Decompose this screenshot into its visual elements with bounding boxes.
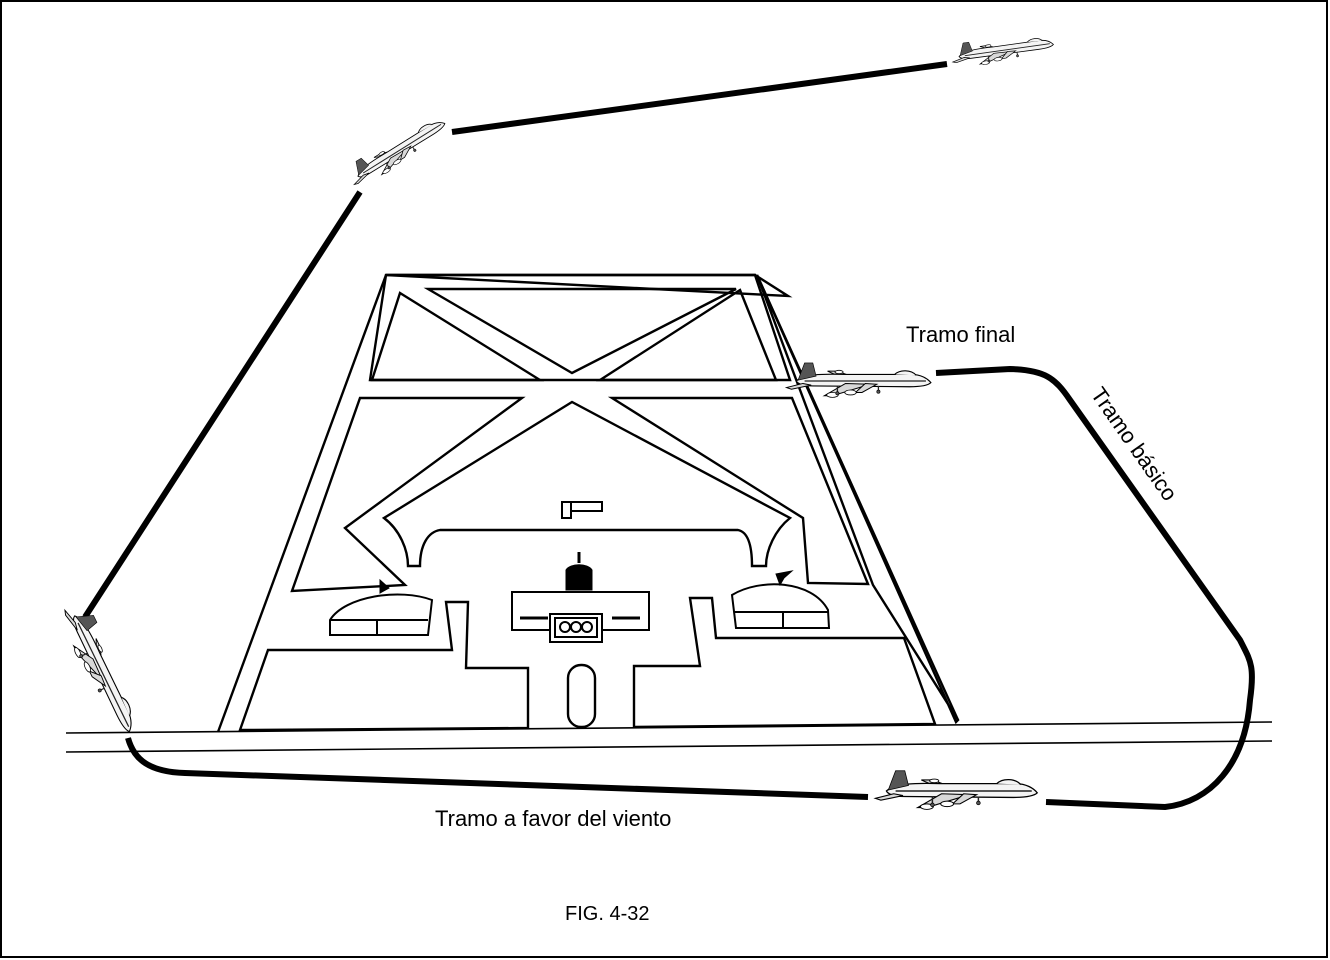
wind-tee-icon — [561, 501, 603, 519]
final-leg-label: Tramo final — [906, 322, 1015, 347]
central-taxiway — [381, 400, 793, 568]
flight-path — [82, 61, 1255, 810]
control-tower-icon — [565, 552, 593, 591]
hangar-icon — [329, 578, 434, 636]
climb-segment — [82, 190, 363, 619]
crosswind-departure-segment — [451, 61, 948, 135]
downwind-leg-label: Tramo a favor del viento — [435, 806, 671, 831]
infield-left-quad — [290, 396, 526, 593]
terminal-building — [511, 591, 650, 643]
airfield — [216, 273, 960, 733]
downwind-path-segment — [125, 737, 869, 800]
infield-triangle-left — [370, 291, 545, 382]
apron-left-lower — [238, 600, 530, 732]
airplane-icon — [343, 110, 452, 192]
infield-triangle-right — [595, 288, 778, 382]
hangar-icon — [730, 570, 831, 629]
figure-caption: FIG. 4-32 — [565, 903, 649, 925]
apron-right-lower — [632, 596, 937, 729]
infield-triangle-top — [423, 287, 737, 375]
runway-oval — [566, 663, 597, 729]
infield-right-quad — [607, 396, 870, 586]
base-path-segment — [935, 366, 1255, 810]
ground-line-lower — [65, 740, 1273, 753]
airplane-icon — [55, 599, 147, 739]
airplane-icon — [949, 30, 1056, 70]
airplane-icon — [874, 770, 1039, 811]
